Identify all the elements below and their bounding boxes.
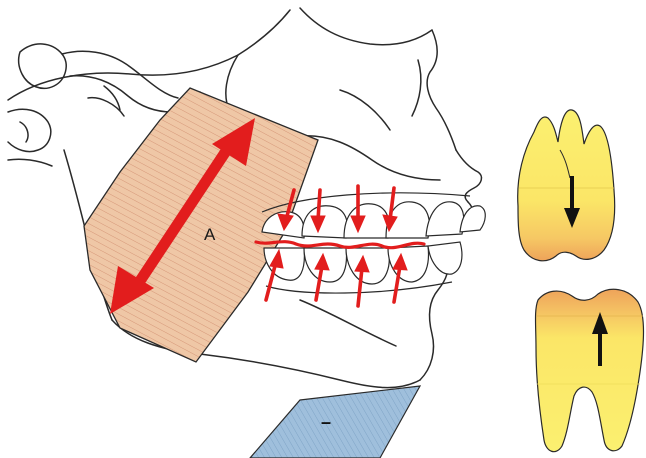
upper-teeth <box>262 202 485 238</box>
lower-muscle-label: – <box>321 412 331 432</box>
upper-molar-tooth <box>518 110 615 261</box>
muscle-label: A <box>204 225 216 244</box>
lower-molar-tooth <box>536 289 644 451</box>
suprahyoid-muscle: – <box>250 386 420 458</box>
